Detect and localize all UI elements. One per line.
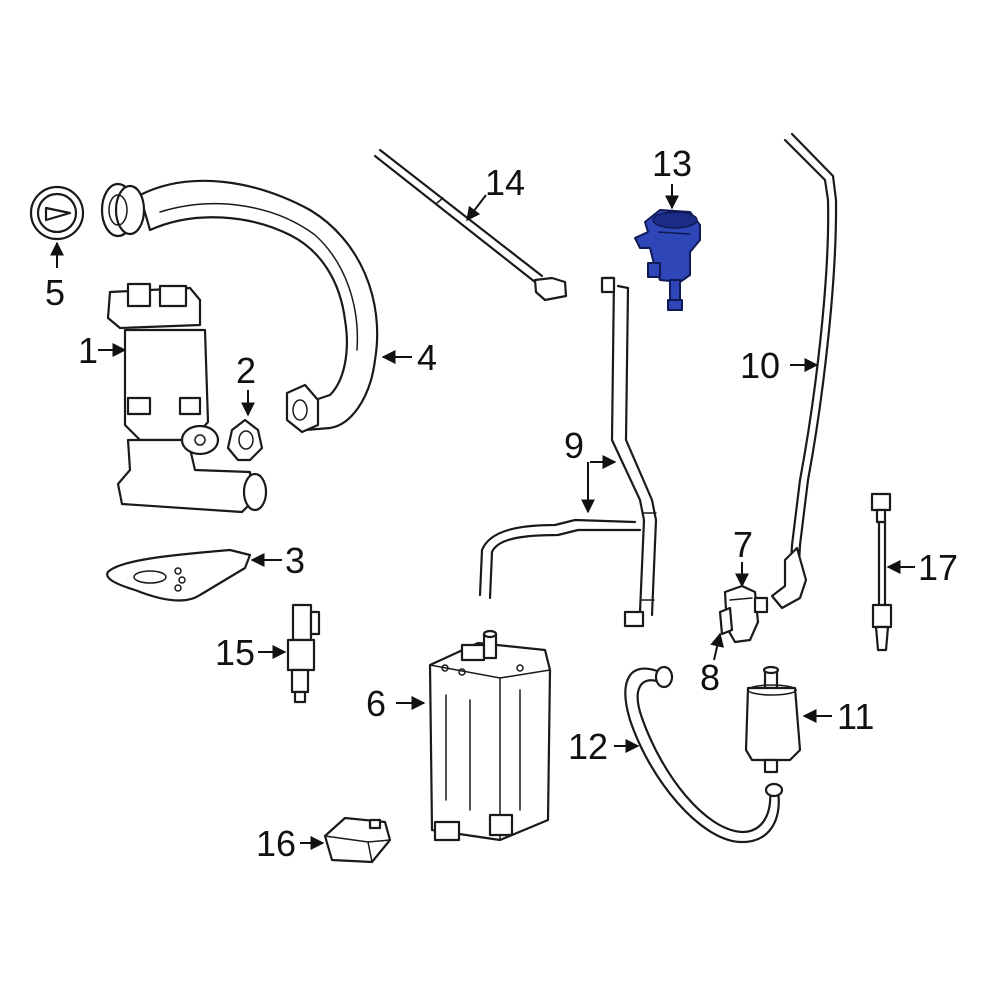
callout-17: 17	[918, 547, 958, 588]
callout-12: 12	[568, 726, 608, 767]
callout-1: 1	[78, 330, 98, 371]
part-5-cap	[29, 185, 85, 241]
leader-8	[710, 632, 724, 661]
part-12-hose	[624, 665, 784, 844]
part-16-sensor	[323, 816, 392, 864]
leader-14	[466, 194, 487, 222]
part-13-purge-solenoid	[634, 209, 701, 311]
part-1-egr-valve	[106, 282, 268, 514]
callout-7: 7	[733, 524, 753, 565]
part-6-canister	[428, 629, 552, 842]
part-4-tube	[100, 179, 379, 434]
part-11-filter	[744, 665, 802, 774]
callout-2: 2	[236, 350, 256, 391]
callout-6: 6	[366, 683, 386, 724]
part-8-bracket	[718, 606, 734, 636]
part-15-sensor	[286, 603, 321, 704]
callout-9: 9	[564, 425, 584, 466]
callout-14: 14	[485, 162, 525, 203]
part-9-vapor-lines	[478, 276, 658, 628]
callout-11: 11	[837, 696, 874, 737]
callout-4: 4	[417, 337, 437, 378]
callout-13: 13	[652, 143, 692, 184]
part-3-plate	[106, 548, 252, 602]
callout-16: 16	[256, 823, 296, 864]
part-14-tube	[373, 148, 568, 302]
callout-3: 3	[285, 540, 305, 581]
callout-15: 15	[215, 632, 255, 673]
callout-5: 5	[45, 272, 65, 313]
callout-10: 10	[740, 345, 780, 386]
part-2-gasket	[226, 418, 264, 462]
part-17-sensor	[870, 492, 893, 652]
part-10-hose	[770, 132, 838, 610]
callout-8: 8	[700, 657, 720, 698]
